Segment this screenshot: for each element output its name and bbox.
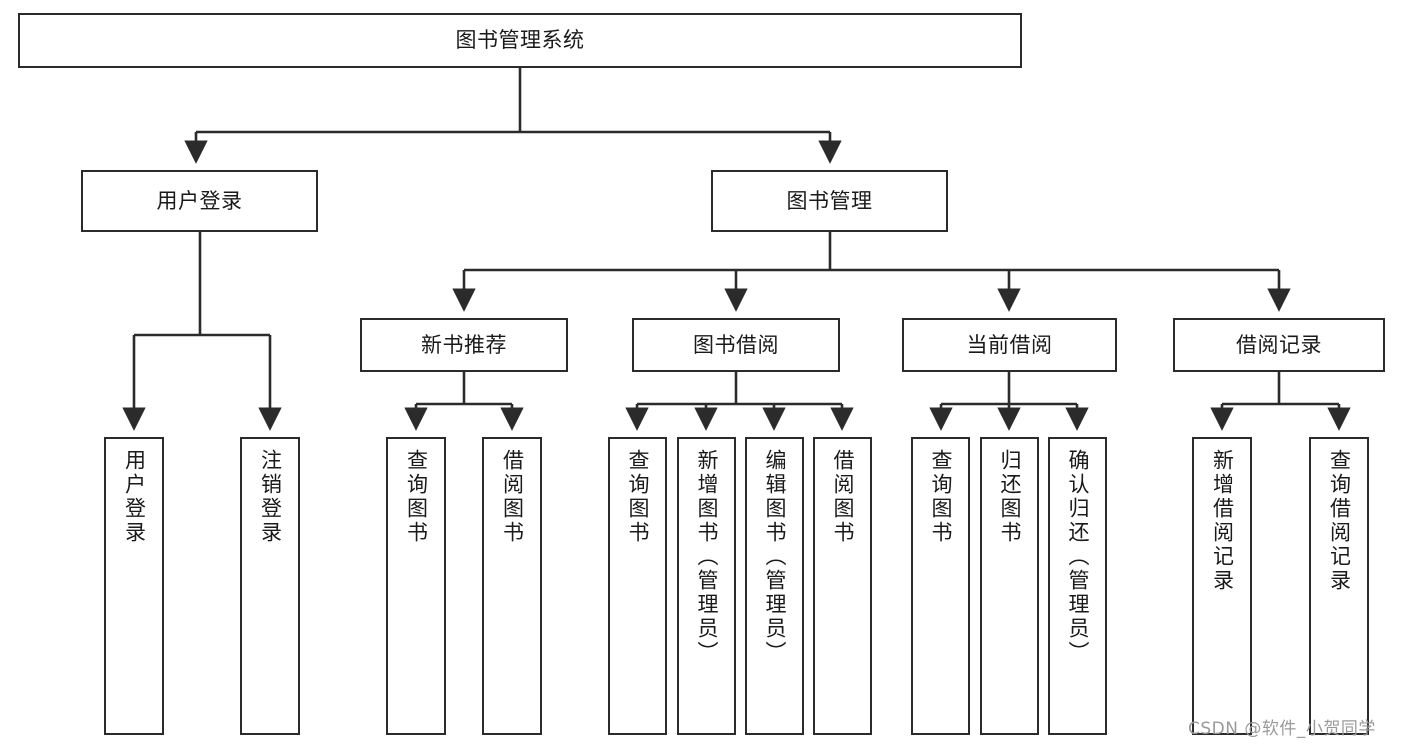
leaf-query-book-1-label: 查询图书 bbox=[404, 449, 429, 545]
node-user-login[interactable]: 用户登录 bbox=[81, 170, 318, 232]
leaf-borrow-book-1-label: 借阅图书 bbox=[500, 449, 525, 545]
leaf-add-record[interactable]: 新增借阅记录 bbox=[1192, 437, 1252, 735]
node-book-borrow[interactable]: 图书借阅 bbox=[632, 318, 840, 372]
node-book-borrow-label: 图书借阅 bbox=[693, 332, 779, 357]
leaf-query-book-3[interactable]: 查询图书 bbox=[911, 437, 970, 735]
leaf-add-book[interactable]: 新增图书（管理员） bbox=[677, 437, 736, 735]
node-borrow-record-label: 借阅记录 bbox=[1236, 332, 1322, 357]
leaf-return-book-label: 归还图书 bbox=[998, 449, 1022, 545]
leaf-user-login[interactable]: 用户登录 bbox=[104, 437, 164, 735]
leaf-borrow-book-2[interactable]: 借阅图书 bbox=[813, 437, 872, 735]
leaf-logout-login-label: 注销登录 bbox=[258, 449, 283, 545]
leaf-logout-login[interactable]: 注销登录 bbox=[240, 437, 300, 735]
leaf-user-login-label: 用户登录 bbox=[122, 449, 147, 545]
leaf-borrow-book-1[interactable]: 借阅图书 bbox=[482, 437, 542, 735]
leaf-query-book-1[interactable]: 查询图书 bbox=[386, 437, 446, 735]
leaf-return-book[interactable]: 归还图书 bbox=[980, 437, 1039, 735]
leaf-edit-book-label: 编辑图书（管理员） bbox=[763, 449, 787, 665]
leaf-confirm-return[interactable]: 确认归还（管理员） bbox=[1048, 437, 1107, 735]
node-new-book-recommend-label: 新书推荐 bbox=[421, 332, 507, 357]
leaf-query-book-3-label: 查询图书 bbox=[929, 449, 953, 545]
node-current-borrow-label: 当前借阅 bbox=[966, 332, 1053, 357]
leaf-query-record[interactable]: 查询借阅记录 bbox=[1309, 437, 1369, 735]
leaf-add-book-label: 新增图书（管理员） bbox=[695, 449, 719, 665]
node-book-manage-label: 图书管理 bbox=[786, 188, 873, 213]
leaf-query-book-2[interactable]: 查询图书 bbox=[608, 437, 667, 735]
csdn-watermark: CSDN @软件_小贺同学 bbox=[1188, 719, 1376, 739]
node-borrow-record[interactable]: 借阅记录 bbox=[1173, 318, 1385, 372]
node-root[interactable]: 图书管理系统 bbox=[18, 13, 1022, 68]
leaf-borrow-book-2-label: 借阅图书 bbox=[831, 449, 855, 545]
leaf-add-record-label: 新增借阅记录 bbox=[1210, 449, 1235, 593]
node-current-borrow[interactable]: 当前借阅 bbox=[902, 318, 1117, 372]
leaf-edit-book[interactable]: 编辑图书（管理员） bbox=[745, 437, 804, 735]
node-user-login-label: 用户登录 bbox=[156, 188, 243, 213]
node-book-manage[interactable]: 图书管理 bbox=[711, 170, 948, 232]
leaf-query-book-2-label: 查询图书 bbox=[626, 449, 650, 545]
leaf-confirm-return-label: 确认归还（管理员） bbox=[1066, 449, 1090, 665]
leaf-query-record-label: 查询借阅记录 bbox=[1327, 449, 1352, 593]
node-root-label: 图书管理系统 bbox=[455, 28, 585, 53]
node-new-book-recommend[interactable]: 新书推荐 bbox=[360, 318, 568, 372]
